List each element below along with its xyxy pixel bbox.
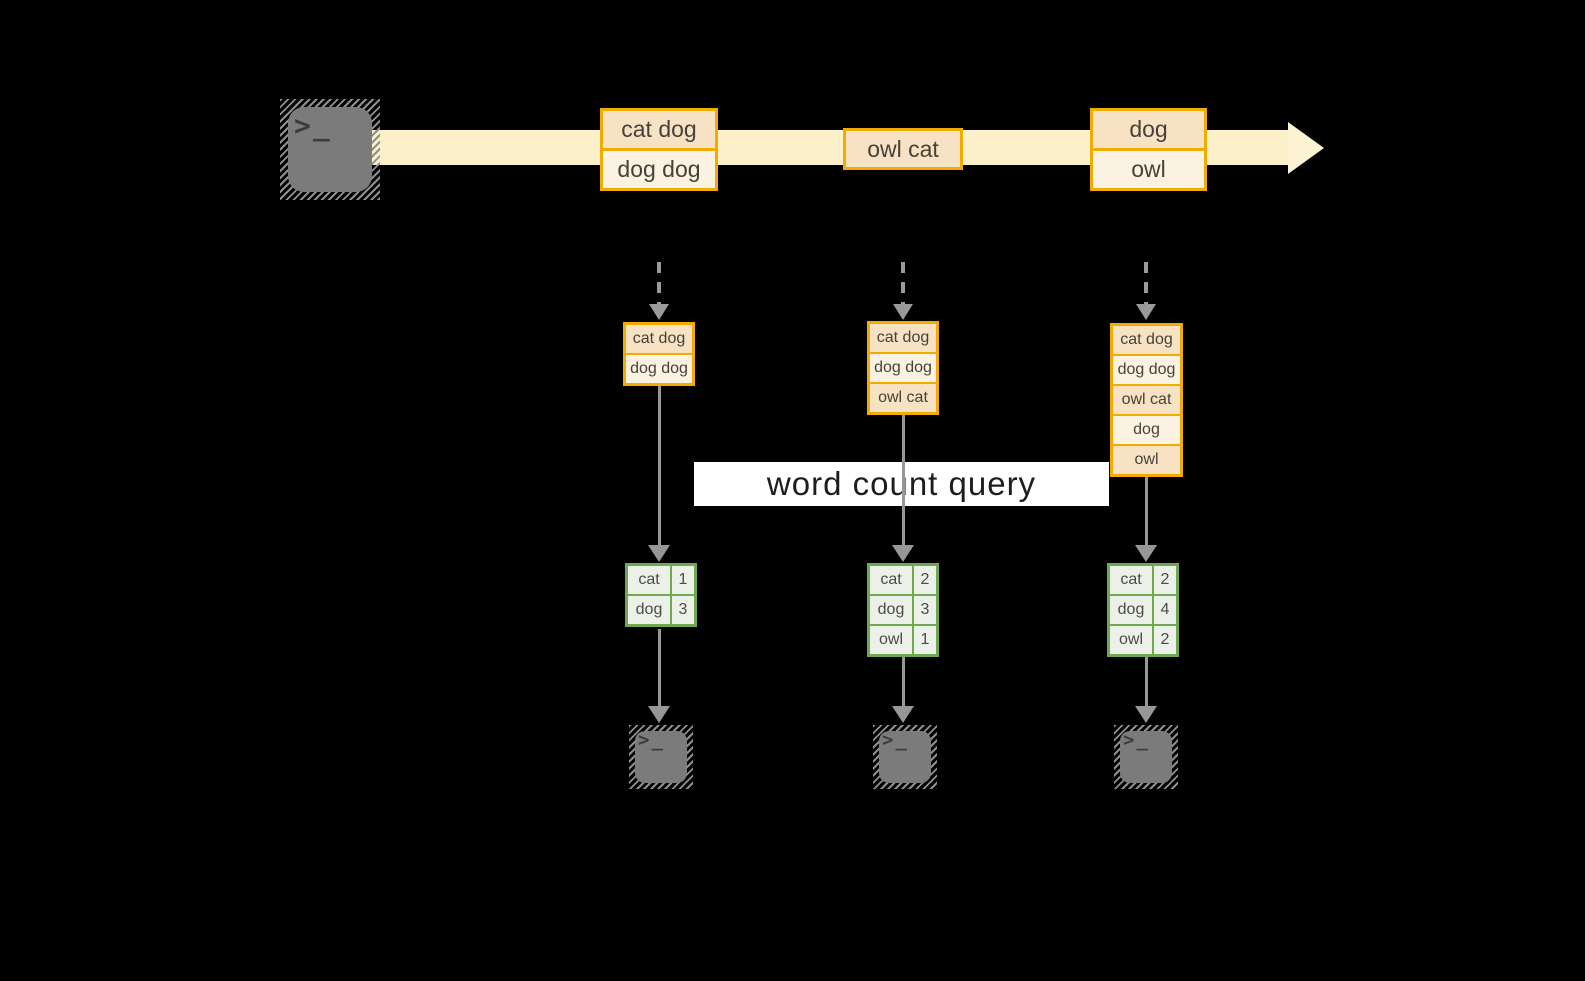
terminal-sink-body (1120, 731, 1172, 783)
batch-box-2: cat dog dog dog owl cat (867, 321, 939, 415)
dashed-arrow-line-3 (1144, 262, 1148, 304)
dashed-arrowhead-icon-2 (893, 304, 913, 320)
count-value-cell: 1 (672, 566, 694, 594)
count-word-cell: cat (1110, 566, 1152, 594)
terminal-sink-icon-2: >_ (873, 725, 937, 789)
count-value-cell: 4 (1154, 596, 1176, 624)
sink-arrowhead-icon-1 (648, 706, 670, 723)
query-arrow-line-1 (658, 386, 661, 545)
stream-event-line: dog (1093, 111, 1204, 148)
word-count-query-banner: word count query (694, 462, 1109, 506)
query-arrowhead-icon-1 (648, 545, 670, 562)
batch-line: cat dog (626, 325, 692, 353)
stream-event-line: owl (1093, 151, 1204, 188)
count-value-cell: 1 (914, 626, 936, 654)
stream-event-line: dog dog (603, 151, 715, 188)
batch-line: cat dog (1113, 326, 1180, 354)
terminal-sink-body (635, 731, 687, 783)
batch-line: dog dog (626, 355, 692, 383)
count-value-cell: 2 (914, 566, 936, 594)
query-arrow-line-3 (1145, 477, 1148, 545)
count-word-cell: cat (628, 566, 670, 594)
batch-line: dog dog (1113, 356, 1180, 384)
count-word-cell: cat (870, 566, 912, 594)
terminal-prompt-icon: >_ (638, 729, 665, 751)
count-word-cell: dog (870, 596, 912, 624)
stream-event-box-1: cat dog dog dog (600, 108, 718, 191)
batch-line: owl (1113, 446, 1180, 474)
terminal-sink-icon-3: >_ (1114, 725, 1178, 789)
stream-event-box-2: owl cat (843, 128, 963, 170)
sink-arrow-line-3 (1145, 657, 1148, 706)
batch-line: owl cat (1113, 386, 1180, 414)
query-arrowhead-icon-3 (1135, 545, 1157, 562)
stream-event-box-3: dog owl (1090, 108, 1207, 191)
batch-line: dog dog (870, 354, 936, 382)
dashed-arrowhead-icon-1 (649, 304, 669, 320)
sink-arrow-line-2 (902, 657, 905, 706)
stream-event-line: owl cat (846, 131, 960, 167)
word-count-table-1: cat 1 dog 3 (625, 563, 697, 627)
count-value-cell: 2 (1154, 626, 1176, 654)
dashed-arrow-line-1 (657, 262, 661, 304)
count-word-cell: dog (628, 596, 670, 624)
dashed-arrow-line-2 (901, 262, 905, 304)
count-value-cell: 3 (914, 596, 936, 624)
terminal-prompt-icon: >_ (294, 109, 332, 142)
batch-line: cat dog (870, 324, 936, 352)
query-arrow-line-2 (902, 415, 905, 545)
count-value-cell: 3 (672, 596, 694, 624)
sink-arrowhead-icon-2 (892, 706, 914, 723)
count-word-cell: owl (870, 626, 912, 654)
batch-box-1: cat dog dog dog (623, 322, 695, 386)
word-count-table-2: cat 2 dog 3 owl 1 (867, 563, 939, 657)
stream-timeline-arrowhead-icon (1288, 122, 1324, 174)
terminal-sink-body (879, 731, 931, 783)
batch-line: owl cat (870, 384, 936, 412)
sink-arrowhead-icon-3 (1135, 706, 1157, 723)
count-word-cell: dog (1110, 596, 1152, 624)
terminal-sink-icon-1: >_ (629, 725, 693, 789)
batch-box-3: cat dog dog dog owl cat dog owl (1110, 323, 1183, 477)
terminal-prompt-icon: >_ (1123, 729, 1150, 751)
sink-arrow-line-1 (658, 629, 661, 706)
batch-line: dog (1113, 416, 1180, 444)
word-count-table-3: cat 2 dog 4 owl 2 (1107, 563, 1179, 657)
terminal-prompt-icon: >_ (882, 729, 909, 751)
terminal-source-icon: >_ (280, 99, 380, 200)
dashed-arrowhead-icon-3 (1136, 304, 1156, 320)
stream-event-line: cat dog (603, 111, 715, 148)
count-word-cell: owl (1110, 626, 1152, 654)
query-arrowhead-icon-2 (892, 545, 914, 562)
terminal-source-body (288, 107, 372, 192)
count-value-cell: 2 (1154, 566, 1176, 594)
